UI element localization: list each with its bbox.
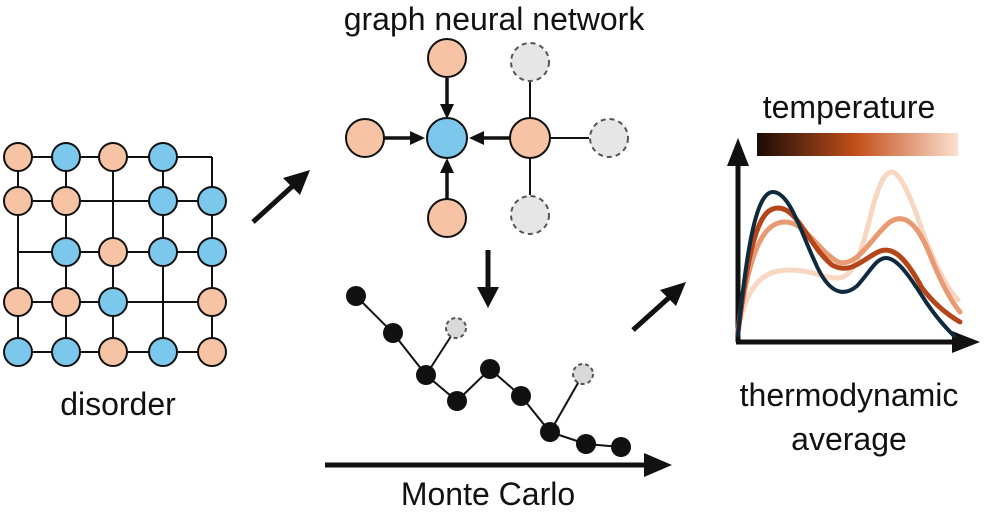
lattice-site (148, 186, 178, 216)
gnn-panel: graph neural network (344, 1, 646, 238)
thermo-label-line1: thermodynamic (740, 377, 959, 413)
lattice-site (197, 186, 227, 216)
gnn-hidden-node-right (589, 118, 629, 158)
lattice-site (197, 337, 227, 367)
gnn-center-node (426, 117, 468, 159)
mc-time-axis (325, 453, 672, 477)
gnn-hidden-node-top (510, 42, 550, 82)
lattice-site (197, 237, 227, 267)
mc-accepted-state (383, 323, 403, 343)
mc-accepted-state (447, 391, 467, 411)
lattice-site (98, 287, 128, 317)
gnn-neighbor-left-node (345, 118, 385, 158)
lattice-nodes (3, 142, 227, 367)
thermo-curve-high-t (735, 216, 963, 333)
gnn-neighbor-top-node (427, 38, 467, 78)
lattice-site (51, 142, 81, 172)
temperature-label: temperature (763, 89, 936, 125)
disorder-lattice: disorder (3, 142, 227, 422)
mc-accepted-state (346, 286, 366, 306)
monte-carlo-panel: Monte Carlo (325, 286, 672, 512)
lattice-site (98, 237, 128, 267)
lattice-site (51, 186, 81, 216)
lattice-site (51, 237, 81, 267)
gnn-title: graph neural network (344, 1, 646, 37)
thermo-axes (727, 138, 980, 353)
monte-carlo-label: Monte Carlo (401, 476, 575, 512)
thermo-curves (735, 169, 963, 338)
lattice-site (197, 287, 227, 317)
disorder-label: disorder (60, 386, 176, 422)
gnn-message-arrows (384, 78, 510, 199)
mc-accepted-state (480, 359, 500, 379)
mc-accepted-state (576, 434, 596, 454)
lattice-site (98, 337, 128, 367)
thermo-curve-low-t (735, 205, 963, 336)
mc-accepted-state (540, 422, 560, 442)
thermo-curve-lowest-t (736, 189, 956, 338)
thermo-panel: temperature thermodynamic average (727, 89, 980, 457)
mc-accepted-state (416, 365, 436, 385)
arrow-to-monte-carlo (477, 250, 499, 308)
gnn-neighbor-right-node (509, 117, 551, 159)
lattice-site (148, 237, 178, 267)
lattice-site (148, 142, 178, 172)
lattice-site (3, 337, 33, 367)
lattice-site (98, 142, 128, 172)
arrow-to-thermo (631, 282, 686, 332)
arrow-to-gnn (251, 170, 310, 224)
lattice-site (3, 142, 33, 172)
lattice-site (51, 337, 81, 367)
thermo-label-line2: average (791, 421, 907, 457)
lattice-site (51, 287, 81, 317)
lattice-site (3, 186, 33, 216)
thermo-curve-highest-t (735, 169, 961, 333)
mc-accepted-state (611, 437, 631, 457)
mc-rejected-proposal (445, 317, 467, 339)
mc-rejected-proposal (572, 363, 594, 385)
gnn-secondary-edges (529, 82, 589, 195)
lattice-site (3, 287, 33, 317)
temperature-colorbar (757, 133, 958, 156)
mc-accepted-states (346, 286, 631, 457)
gnn-hidden-node-bottom (510, 195, 550, 235)
mc-accepted-state (511, 386, 531, 406)
gnn-neighbor-bottom-node (427, 198, 467, 238)
lattice-site (148, 337, 178, 367)
